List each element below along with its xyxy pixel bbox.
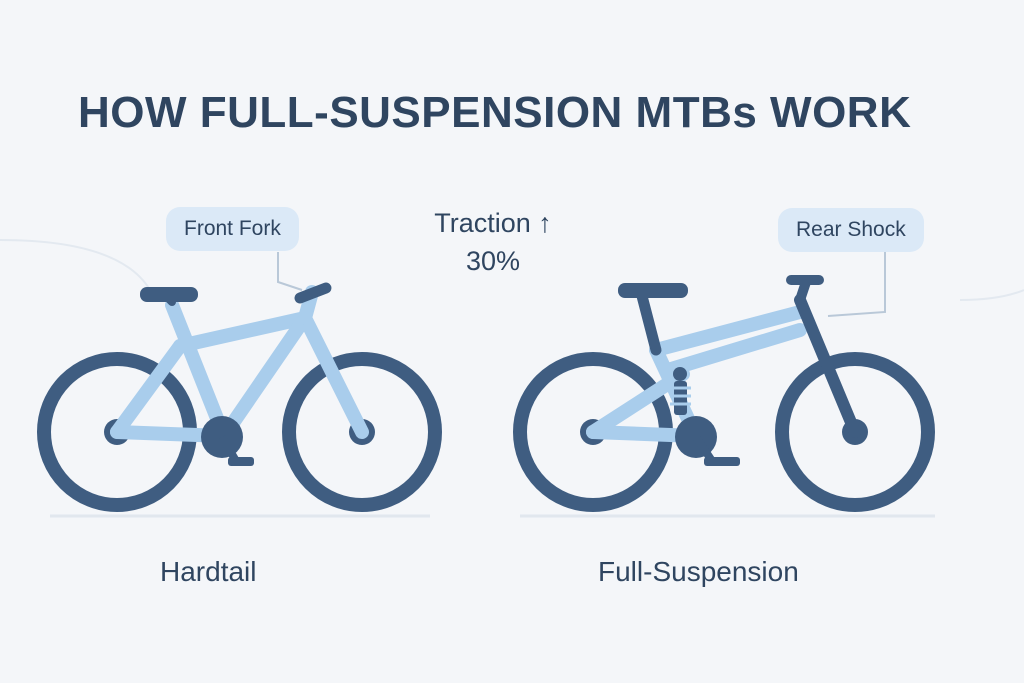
traction-stat: Traction ↑ 30%	[415, 204, 571, 280]
hardtail-front-wheel	[282, 352, 442, 512]
traction-value: 30%	[465, 246, 521, 276]
hardtail-saddle	[140, 287, 198, 302]
background-accent-line	[959, 289, 1024, 301]
background-accent-line	[0, 239, 151, 291]
page-title: HOW FULL-SUSPENSION MTBs WORK	[78, 88, 912, 137]
full-suspension-seatpost	[636, 290, 662, 356]
full-suspension-bike	[513, 275, 935, 512]
hardtail-handlebar	[294, 282, 332, 304]
full-suspension-handlebar	[786, 275, 824, 285]
front-fork-callout: Front Fork	[166, 207, 299, 251]
front-fork-leader-line	[277, 252, 303, 291]
hardtail-bike	[37, 282, 442, 512]
rear-shock-callout: Rear Shock	[778, 208, 924, 252]
full-suspension-caption: Full-Suspension	[598, 556, 799, 587]
rear-shock-icon	[670, 367, 691, 415]
full-suspension-pedal	[704, 457, 740, 466]
hardtail-frame	[110, 285, 369, 443]
traction-label: Traction ↑	[434, 208, 552, 238]
full-suspension-front-wheel	[775, 352, 935, 512]
hardtail-caption: Hardtail	[160, 556, 257, 587]
full-suspension-fork	[794, 294, 861, 438]
rear-shock-leader-line	[827, 252, 886, 317]
full-suspension-saddle	[618, 283, 688, 298]
hardtail-pedal	[228, 457, 254, 466]
